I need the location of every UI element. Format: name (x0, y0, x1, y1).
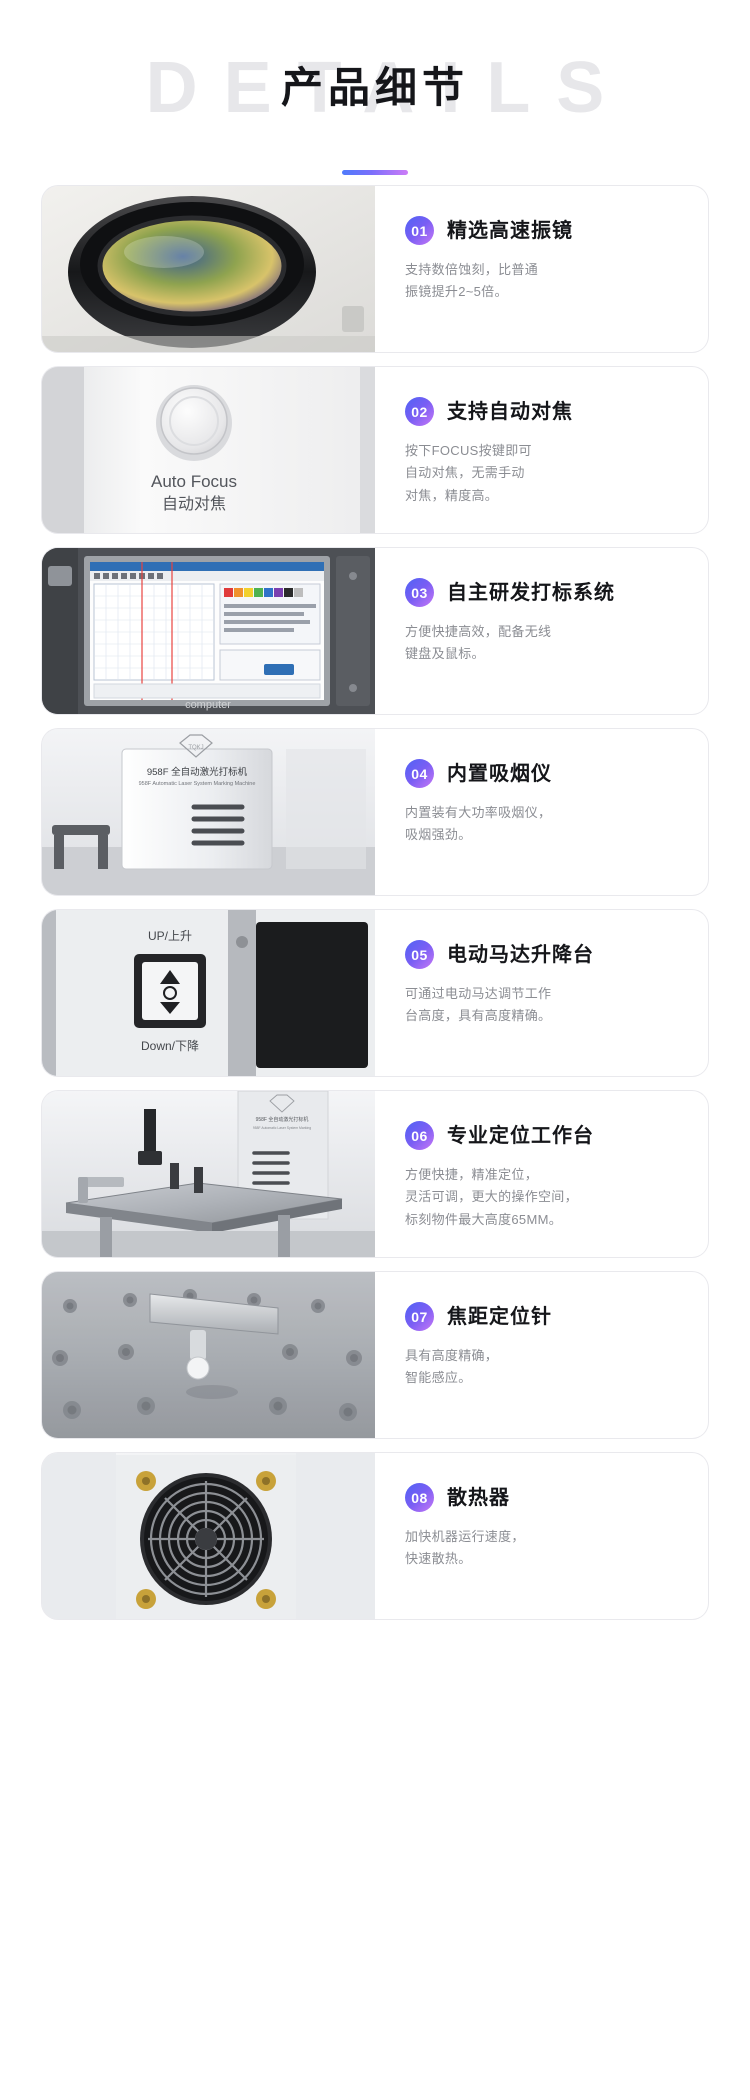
svg-text:958F 全自动激光打标机: 958F 全自动激光打标机 (147, 766, 248, 778)
feature-card-heading: 06 专业定位工作台 (405, 1121, 686, 1150)
page-header: DETAILS 产品细节 (0, 0, 750, 186)
focus-positioning-pin-photo (42, 1272, 375, 1438)
feature-card-body: 07 焦距定位针 具有高度精确， 智能感应。 (375, 1272, 708, 1438)
feature-card-body: 01 精选高速振镜 支持数倍蚀刻，比普通 振镜提升2~5倍。 (375, 186, 708, 352)
feature-card-body: 05 电动马达升降台 可通过电动马达调节工作 台高度，具有高度精确。 (375, 910, 708, 1076)
feature-title: 散热器 (447, 1486, 510, 1509)
positioning-worktable-photo: 958F 全自动激光打标机 958F Automatic Laser Syste… (42, 1091, 375, 1257)
feature-description: 可通过电动马达调节工作 台高度，具有高度精确。 (405, 986, 552, 1024)
feature-card-body: 02 支持自动对焦 按下FOCUS按键即可 自动对焦，无需手动 对焦，精度高。 (375, 367, 708, 533)
feature-card-body: 04 内置吸烟仪 内置装有大功率吸烟仪， 吸烟强劲。 (375, 729, 708, 895)
built-in-smoke-extractor-photo: 958F 全自动激光打标机 958F Automatic Laser Syste… (42, 729, 375, 895)
svg-text:Auto Focus: Auto Focus (151, 472, 237, 491)
feature-title: 电动马达升降台 (447, 943, 594, 966)
feature-card-06[interactable]: 958F 全自动激光打标机 958F Automatic Laser Syste… (42, 1091, 708, 1257)
ghost-title-details: DETAILS (145, 48, 631, 128)
feature-card-05[interactable]: UP/上升 Down/下降 05 电动马达升降台 可通过电动马达调节工作 台高度… (42, 910, 708, 1076)
feature-card-03[interactable]: computer 03 自主研发打标系统 方便快捷高效，配备无线 键盘及鼠标。 (42, 548, 708, 714)
feature-number-badge: 06 (405, 1121, 434, 1150)
feature-description: 具有高度精确， 智能感应。 (405, 1348, 499, 1386)
feature-description: 方便快捷高效，配备无线 键盘及鼠标。 (405, 624, 552, 662)
feature-description: 按下FOCUS按键即可 自动对焦，无需手动 对焦，精度高。 (405, 443, 532, 503)
feature-card-body: 03 自主研发打标系统 方便快捷高效，配备无线 键盘及鼠标。 (375, 548, 708, 714)
feature-title: 焦距定位针 (447, 1305, 552, 1328)
svg-text:958F Automatic Laser System Ma: 958F Automatic Laser System Marking (253, 1126, 311, 1130)
svg-text:Down/下降: Down/下降 (141, 1039, 199, 1053)
cooling-fan-photo (42, 1453, 375, 1619)
feature-card-01[interactable]: 01 精选高速振镜 支持数倍蚀刻，比普通 振镜提升2~5倍。 (42, 186, 708, 352)
feature-card-heading: 01 精选高速振镜 (405, 216, 686, 245)
feature-number-badge: 08 (405, 1483, 434, 1512)
feature-card-list: 01 精选高速振镜 支持数倍蚀刻，比普通 振镜提升2~5倍。 (0, 186, 750, 1619)
title-stack: DETAILS 产品细节 (115, 40, 635, 136)
galvanometer-lens-photo (42, 186, 375, 352)
feature-card-02[interactable]: Auto Focus 自动对焦 02 支持自动对焦 按下FOCUS按键即可 自动… (42, 367, 708, 533)
feature-description: 支持数倍蚀刻，比普通 振镜提升2~5倍。 (405, 262, 539, 300)
feature-card-heading: 02 支持自动对焦 (405, 397, 686, 426)
feature-card-heading: 07 焦距定位针 (405, 1302, 686, 1331)
gradient-divider (342, 170, 408, 175)
feature-title: 精选高速振镜 (447, 219, 573, 242)
feature-card-body: 06 专业定位工作台 方便快捷，精准定位， 灵活可调，更大的操作空间， 标刻物件… (375, 1091, 708, 1257)
page-title: 产品细节 (280, 64, 469, 111)
feature-card-07[interactable]: 07 焦距定位针 具有高度精确， 智能感应。 (42, 1272, 708, 1438)
auto-focus-button-photo: Auto Focus 自动对焦 (42, 367, 375, 533)
feature-title: 支持自动对焦 (447, 400, 573, 423)
feature-number-badge: 05 (405, 940, 434, 969)
svg-text:computer: computer (185, 699, 231, 711)
svg-text:自动对焦: 自动对焦 (162, 495, 226, 513)
feature-card-08[interactable]: 08 散热器 加快机器运行速度， 快速散热。 (42, 1453, 708, 1619)
feature-card-heading: 08 散热器 (405, 1483, 686, 1512)
feature-card-body: 08 散热器 加快机器运行速度， 快速散热。 (375, 1453, 708, 1619)
svg-text:958F 全自动激光打标机: 958F 全自动激光打标机 (256, 1116, 309, 1123)
feature-card-heading: 04 内置吸烟仪 (405, 759, 686, 788)
feature-description: 内置装有大功率吸烟仪， 吸烟强劲。 (405, 805, 552, 843)
feature-number-badge: 01 (405, 216, 434, 245)
feature-description: 加快机器运行速度， 快速散热。 (405, 1529, 525, 1567)
feature-card-heading: 05 电动马达升降台 (405, 940, 686, 969)
feature-number-badge: 02 (405, 397, 434, 426)
feature-number-badge: 07 (405, 1302, 434, 1331)
marking-software-screen-photo: computer (42, 548, 375, 714)
svg-text:UP/上升: UP/上升 (148, 929, 192, 943)
feature-title: 专业定位工作台 (447, 1124, 594, 1147)
feature-card-04[interactable]: 958F 全自动激光打标机 958F Automatic Laser Syste… (42, 729, 708, 895)
svg-text:TQKJ: TQKJ (188, 745, 203, 751)
feature-number-badge: 04 (405, 759, 434, 788)
feature-title: 自主研发打标系统 (447, 581, 615, 604)
feature-title: 内置吸烟仪 (447, 762, 552, 785)
svg-text:958F Automatic Laser System Ma: 958F Automatic Laser System Marking Mach… (139, 781, 256, 787)
feature-description: 方便快捷，精准定位， 灵活可调，更大的操作空间， 标刻物件最大高度65MM。 (405, 1167, 578, 1227)
feature-number-badge: 03 (405, 578, 434, 607)
motorized-lift-switch-photo: UP/上升 Down/下降 (42, 910, 375, 1076)
feature-card-heading: 03 自主研发打标系统 (405, 578, 686, 607)
